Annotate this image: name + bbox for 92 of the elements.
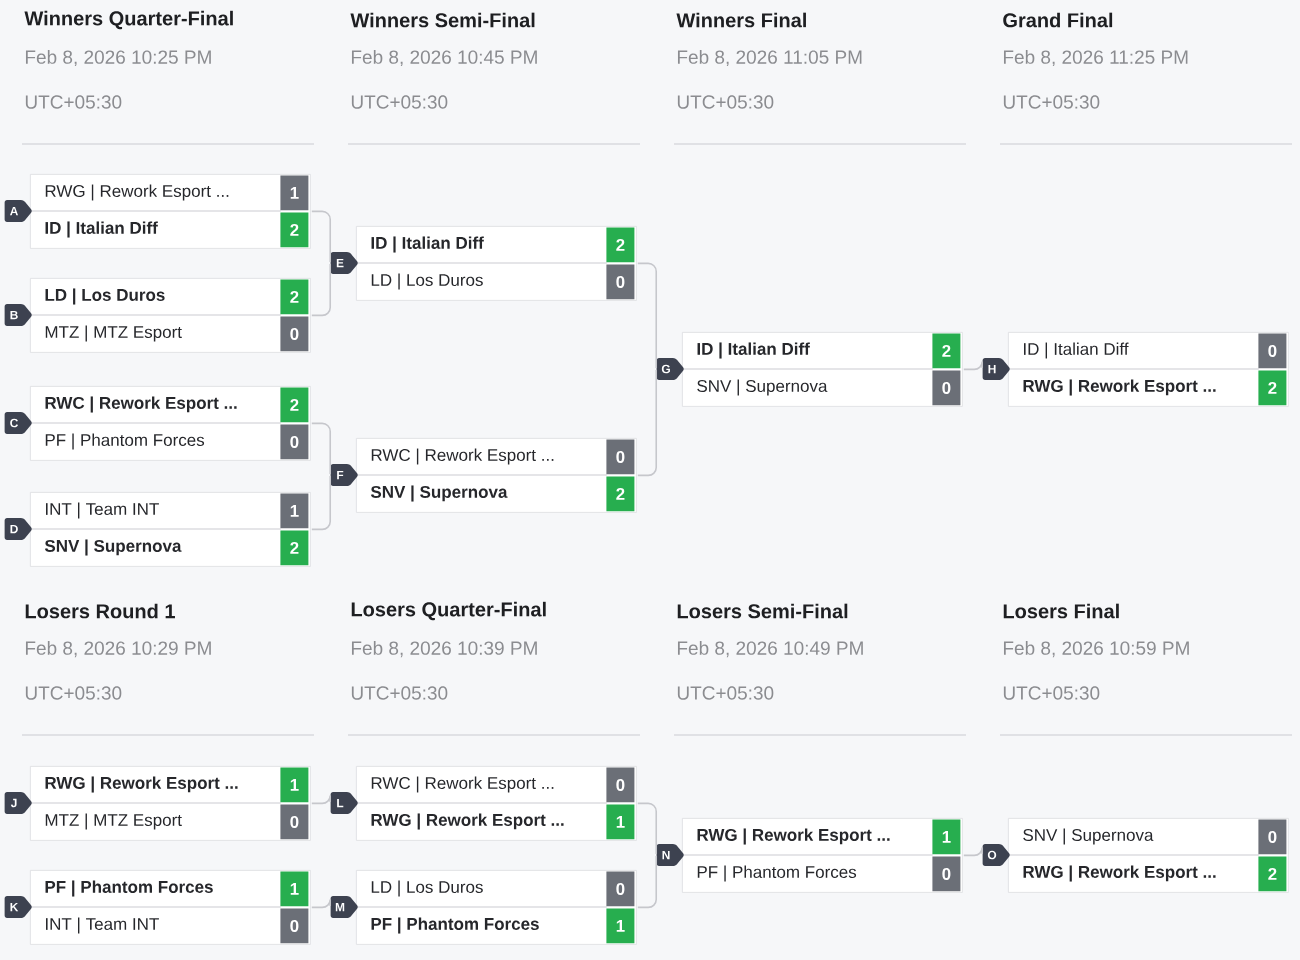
time-zone: UTC+05:30 bbox=[677, 686, 774, 700]
score-cell: 0 bbox=[280, 424, 309, 460]
round-title: Winners Quarter-Final bbox=[24, 10, 233, 30]
team-name: SNV | Supernova bbox=[44, 539, 182, 556]
bracket-line bbox=[637, 802, 658, 855]
score-cell: 0 bbox=[606, 767, 635, 803]
score-cell: 2 bbox=[280, 530, 309, 566]
team-name: SNV | Supernova bbox=[1023, 828, 1154, 845]
match-time: Feb 8, 2026 10:49 PM bbox=[678, 640, 863, 658]
time-zone: UTC+05:30 bbox=[351, 95, 448, 109]
score-cell: 0 bbox=[280, 804, 309, 840]
score-cell: 0 bbox=[280, 908, 309, 944]
round-title: Losers Final bbox=[1003, 603, 1119, 619]
score-cell: 0 bbox=[1258, 333, 1287, 369]
score-cell: 2 bbox=[280, 212, 309, 248]
team-name: MTZ | MTZ Esport bbox=[45, 325, 182, 342]
score-cell: 0 bbox=[606, 264, 635, 300]
team-name: PF | Phantom Forces bbox=[45, 880, 213, 897]
team-name: RWG | Rework Esport ... bbox=[1023, 865, 1216, 882]
score-cell: 1 bbox=[280, 493, 309, 529]
match-time: Feb 8, 2026 10:25 PM bbox=[26, 49, 211, 67]
match-time: Feb 8, 2026 10:59 PM bbox=[1004, 640, 1189, 658]
team-name: SNV | Supernova bbox=[697, 379, 828, 396]
team-name: RWG | Rework Esport ... bbox=[697, 828, 890, 845]
round-title: Winners Final bbox=[676, 12, 806, 28]
round-title: Losers Quarter-Final bbox=[351, 601, 546, 621]
team-name: RWC | Rework Esport ... bbox=[45, 396, 237, 413]
score-cell: 0 bbox=[932, 856, 961, 892]
bracket-line bbox=[311, 475, 332, 531]
team-name: SNV | Supernova bbox=[370, 485, 508, 502]
team-name: RWC | Rework Esport ... bbox=[371, 776, 554, 793]
bracket-line bbox=[963, 360, 983, 371]
round-title: Losers Round 1 bbox=[25, 603, 175, 619]
score-cell: 0 bbox=[606, 871, 635, 907]
score-cell: 2 bbox=[280, 279, 309, 315]
team-name: PF | Phantom Forces bbox=[697, 865, 857, 882]
match-time: Feb 8, 2026 11:05 PM bbox=[678, 49, 862, 67]
match-time: Feb 8, 2026 10:29 PM bbox=[26, 640, 211, 658]
bracket-line bbox=[311, 794, 332, 805]
match-time: Feb 8, 2026 10:39 PM bbox=[352, 640, 537, 658]
score-cell: 2 bbox=[280, 387, 309, 423]
match-time: Feb 8, 2026 11:25 PM bbox=[1004, 49, 1188, 67]
score-cell: 1 bbox=[932, 819, 961, 855]
time-zone: UTC+05:30 bbox=[1003, 95, 1100, 109]
score-cell: 0 bbox=[932, 370, 961, 406]
bracket-line bbox=[311, 263, 332, 317]
team-name: PF | Phantom Forces bbox=[371, 917, 539, 934]
time-zone: UTC+05:30 bbox=[351, 686, 448, 700]
bracket-line bbox=[637, 262, 658, 369]
score-cell: 2 bbox=[932, 333, 961, 369]
bracket-line bbox=[963, 846, 983, 857]
score-cell: 1 bbox=[606, 908, 635, 944]
team-name: ID | Italian Diff bbox=[371, 236, 484, 253]
round-title: Winners Semi-Final bbox=[350, 12, 535, 28]
score-cell: 2 bbox=[1258, 370, 1287, 406]
team-name: RWG | Rework Esport ... bbox=[45, 776, 238, 793]
bracket-line bbox=[311, 898, 332, 909]
team-name: ID | Italian Diff bbox=[45, 221, 158, 238]
score-cell: 0 bbox=[280, 316, 309, 352]
score-cell: 2 bbox=[1258, 856, 1287, 892]
score-cell: 0 bbox=[1258, 819, 1287, 855]
bracket-line bbox=[637, 855, 658, 909]
team-name: LD | Los Duros bbox=[45, 288, 165, 305]
time-zone: UTC+05:30 bbox=[1003, 686, 1100, 700]
time-zone: UTC+05:30 bbox=[677, 95, 774, 109]
score-cell: 1 bbox=[280, 871, 309, 907]
bracket-line bbox=[311, 422, 332, 475]
team-name: INT | Team INT bbox=[45, 502, 159, 519]
team-name: RWG | Rework Esport ... bbox=[45, 184, 229, 201]
score-cell: 1 bbox=[280, 175, 309, 211]
round-title: Grand Final bbox=[1003, 12, 1113, 28]
bracket-line bbox=[637, 369, 658, 477]
round-title: Losers Semi-Final bbox=[677, 603, 848, 619]
team-name: PF | Phantom Forces bbox=[45, 433, 205, 450]
score-cell: 2 bbox=[606, 227, 635, 263]
match-time: Feb 8, 2026 10:45 PM bbox=[352, 49, 537, 67]
team-name: MTZ | MTZ Esport bbox=[45, 813, 182, 830]
team-name: LD | Los Duros bbox=[371, 880, 483, 897]
score-cell: 0 bbox=[606, 439, 635, 475]
team-name: ID | Italian Diff bbox=[697, 342, 810, 359]
time-zone: UTC+05:30 bbox=[25, 95, 122, 109]
score-cell: 2 bbox=[606, 476, 635, 512]
time-zone: UTC+05:30 bbox=[25, 686, 122, 700]
score-cell: 1 bbox=[280, 767, 309, 803]
team-name: LD | Los Duros bbox=[371, 273, 483, 290]
team-name: ID | Italian Diff bbox=[1024, 342, 1129, 359]
team-name: RWG | Rework Esport ... bbox=[1023, 379, 1216, 396]
bracket-line bbox=[311, 210, 332, 263]
team-name: RWC | Rework Esport ... bbox=[371, 448, 554, 465]
score-cell: 1 bbox=[606, 804, 635, 840]
team-name: INT | Team INT bbox=[45, 917, 159, 934]
team-name: RWG | Rework Esport ... bbox=[371, 813, 564, 830]
